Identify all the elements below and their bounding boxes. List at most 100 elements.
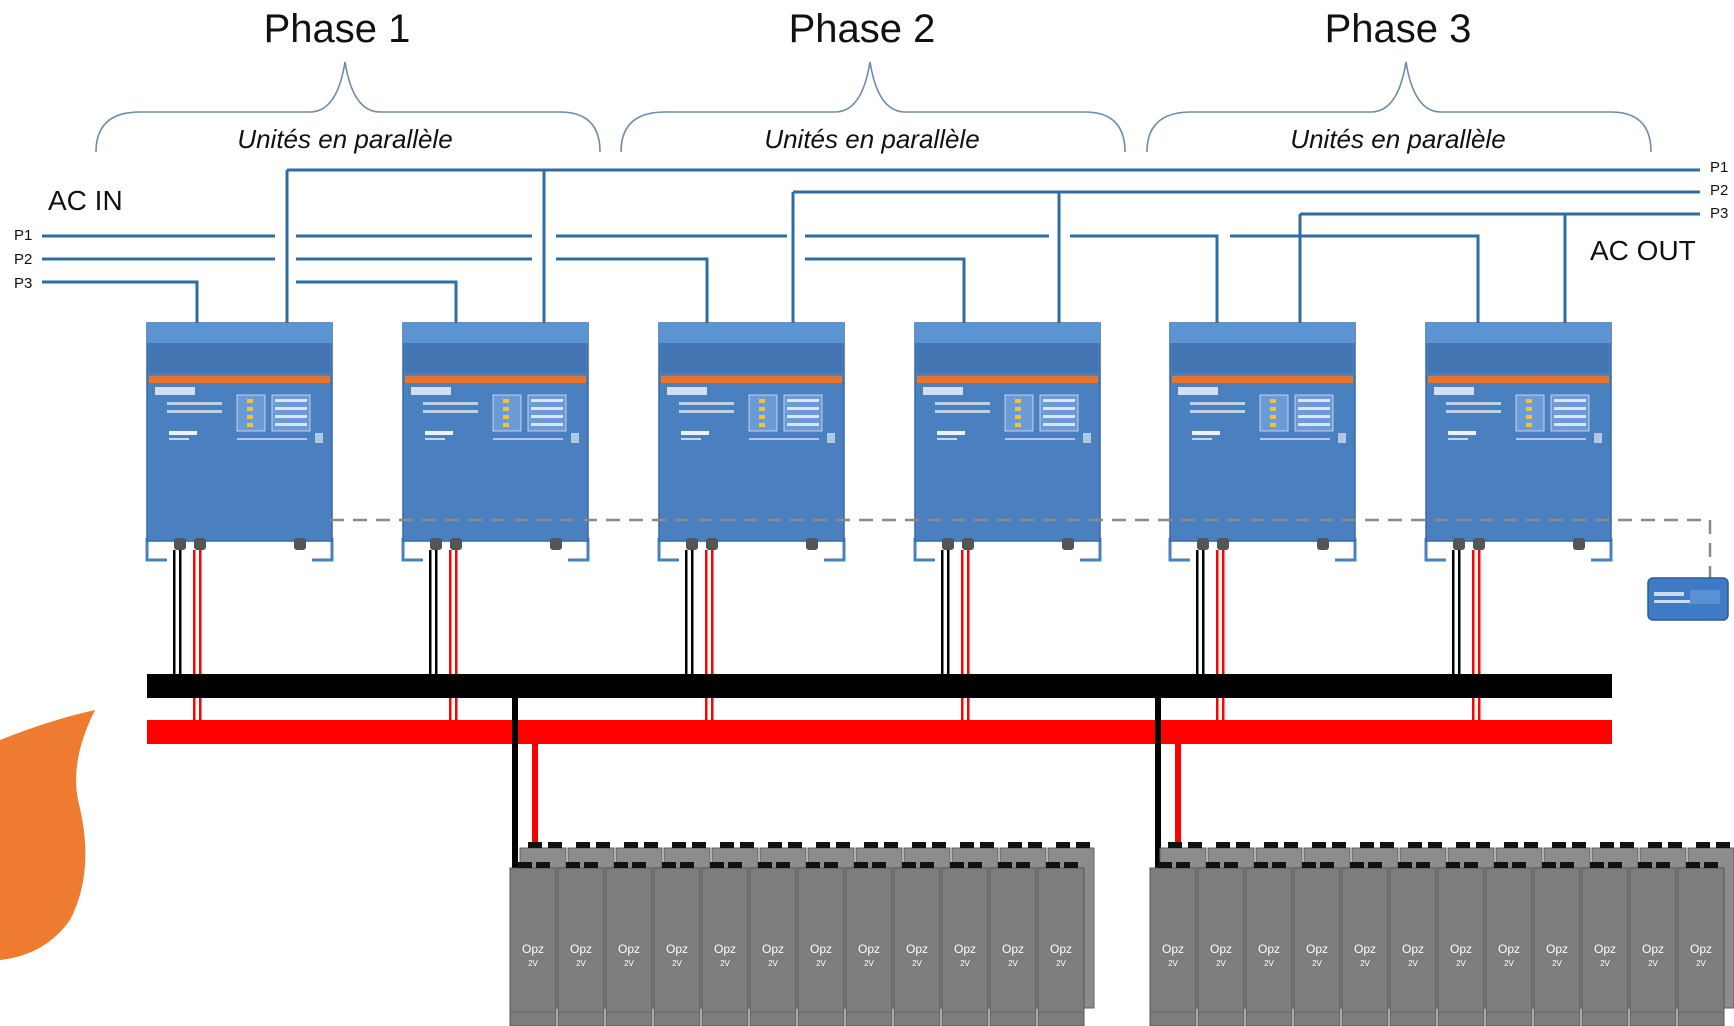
ac-out-wiring — [285, 168, 1700, 325]
battery-cell-label: Opz — [762, 942, 784, 956]
inverter-units — [145, 322, 1613, 562]
battery-cell-voltage: 2V — [624, 959, 634, 968]
phase-3-brace — [1146, 61, 1652, 153]
battery-cell-label: Opz — [1002, 942, 1024, 956]
battery-cell: Opz 2V — [1293, 862, 1341, 1026]
battery-cell: Opz 2V — [557, 862, 605, 1026]
inverter-unit — [913, 322, 1102, 562]
phase-2-title: Phase 2 — [789, 7, 936, 51]
battery-cell-voltage: 2V — [1600, 959, 1610, 968]
phase-2-brace — [620, 61, 1126, 153]
phase-1-brace — [95, 61, 601, 153]
battery-cell-label: Opz — [522, 942, 544, 956]
battery-cell: Opz 2V — [509, 862, 557, 1026]
battery-cell-label: Opz — [1642, 942, 1664, 956]
ve-bus-dashed-line — [330, 518, 1712, 578]
phase-2-parallel-label: Unités en parallèle — [764, 124, 979, 154]
battery-cell-label: Opz — [1546, 942, 1568, 956]
battery-cell-label: Opz — [1498, 942, 1520, 956]
battery-cell: Opz 2V — [1197, 862, 1245, 1026]
battery-cell-voltage: 2V — [1056, 959, 1066, 968]
battery-cell-voltage: 2V — [1552, 959, 1562, 968]
ac-out-p1-label: P1 — [1710, 159, 1728, 176]
battery-cell-voltage: 2V — [1504, 959, 1514, 968]
inverter-unit — [1424, 322, 1613, 562]
battery-cell-voltage: 2V — [816, 959, 826, 968]
battery-cell: Opz 2V — [1485, 862, 1533, 1026]
battery-cell-label: Opz — [810, 942, 832, 956]
inverter-unit — [657, 322, 846, 562]
battery-bank-2: Opz 2V Opz 2V Opz 2V Opz 2V Opz 2V Opz 2V Opz 2V Opz 2V… — [1149, 842, 1734, 1026]
battery-cell-label: Opz — [858, 942, 880, 956]
battery-bank-1: Opz 2V Opz 2V Opz 2V Opz 2V Opz 2V Opz 2V Opz 2V Opz 2V… — [509, 842, 1095, 1026]
battery-cell: Opz 2V — [845, 862, 893, 1026]
battery-cell-label: Opz — [1690, 942, 1712, 956]
battery-cell: Opz 2V — [701, 862, 749, 1026]
battery-cell-label: Opz — [1306, 942, 1328, 956]
battery-cell: Opz 2V — [1677, 862, 1725, 1026]
dc-cables — [173, 550, 1481, 720]
monitor-device — [1647, 577, 1729, 621]
battery-cell-voltage: 2V — [720, 959, 730, 968]
battery-cell-voltage: 2V — [1696, 959, 1706, 968]
positive-busbar — [147, 720, 1612, 744]
ac-in-label: AC IN — [48, 185, 123, 216]
battery-cell-label: Opz — [1354, 942, 1376, 956]
battery-cell-voltage: 2V — [1648, 959, 1658, 968]
phase-1-title: Phase 1 — [264, 7, 411, 51]
battery-cell: Opz 2V — [893, 862, 941, 1026]
battery-cell: Opz 2V — [1037, 862, 1085, 1026]
phase-1-parallel-label: Unités en parallèle — [237, 124, 452, 154]
battery-cell-voltage: 2V — [1264, 959, 1274, 968]
battery-cell-voltage: 2V — [768, 959, 778, 968]
battery-cell-label: Opz — [666, 942, 688, 956]
battery-cell-label: Opz — [1258, 942, 1280, 956]
battery-cell-voltage: 2V — [1456, 959, 1466, 968]
battery-cell: Opz 2V — [1437, 862, 1485, 1026]
battery-cell-voltage: 2V — [1408, 959, 1418, 968]
battery-cell: Opz 2V — [749, 862, 797, 1026]
ac-in-p2-label: P2 — [14, 251, 32, 268]
battery-cell: Opz 2V — [1245, 862, 1293, 1026]
inverter-unit — [401, 322, 590, 562]
battery-cell-voltage: 2V — [912, 959, 922, 968]
battery-cell-label: Opz — [1162, 942, 1184, 956]
battery-cell-voltage: 2V — [1008, 959, 1018, 968]
inverter-unit — [145, 322, 334, 562]
battery-cell: Opz 2V — [1389, 862, 1437, 1026]
battery-cell: Opz 2V — [1533, 862, 1581, 1026]
battery-cell-label: Opz — [714, 942, 736, 956]
battery-cell-label: Opz — [906, 942, 928, 956]
battery-cell-label: Opz — [1050, 942, 1072, 956]
phase-3-title: Phase 3 — [1325, 7, 1472, 51]
battery-cell-voltage: 2V — [576, 959, 586, 968]
battery-cell: Opz 2V — [941, 862, 989, 1026]
battery-cell-label: Opz — [1402, 942, 1424, 956]
battery-cell-voltage: 2V — [1360, 959, 1370, 968]
ac-in-p1-label: P1 — [14, 227, 32, 244]
phase-3-parallel-label: Unités en parallèle — [1290, 124, 1505, 154]
battery-cell-voltage: 2V — [1312, 959, 1322, 968]
ac-out-p2-label: P2 — [1710, 182, 1728, 199]
battery-cell-voltage: 2V — [1216, 959, 1226, 968]
orange-callout-shape — [0, 710, 95, 960]
battery-cell: Opz 2V — [1341, 862, 1389, 1026]
battery-cell-voltage: 2V — [960, 959, 970, 968]
battery-cell: Opz 2V — [797, 862, 845, 1026]
battery-cell-label: Opz — [1210, 942, 1232, 956]
battery-cell-label: Opz — [570, 942, 592, 956]
inverter-unit — [1168, 322, 1357, 562]
battery-cell: Opz 2V — [1629, 862, 1677, 1026]
battery-cell-label: Opz — [1450, 942, 1472, 956]
battery-cell-label: Opz — [954, 942, 976, 956]
ac-in-wiring — [42, 234, 1480, 325]
ac-in-p3-label: P3 — [14, 275, 32, 292]
ac-out-label: AC OUT — [1590, 235, 1696, 266]
battery-bank-cables — [512, 698, 1181, 868]
battery-cell-voltage: 2V — [864, 959, 874, 968]
battery-cell-voltage: 2V — [528, 959, 538, 968]
